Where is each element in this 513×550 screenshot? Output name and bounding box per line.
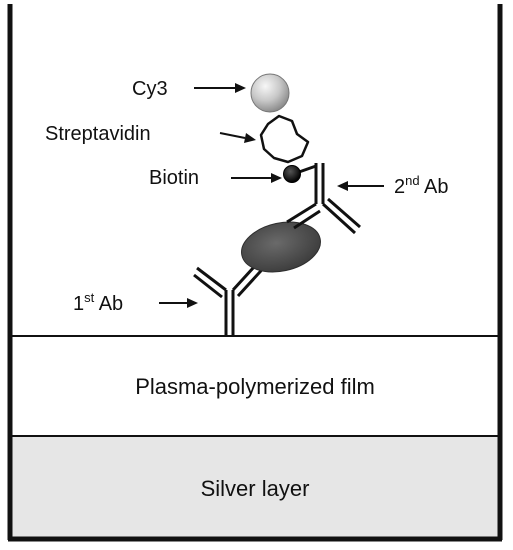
streptavidin-shape xyxy=(259,114,310,164)
cy3-sphere xyxy=(250,73,290,113)
plasma-polymerized-film-layer xyxy=(10,336,500,436)
antigen xyxy=(241,221,321,273)
cy3-label: Cy3 xyxy=(132,78,168,100)
first-ab-label: 1st Ab xyxy=(73,290,123,315)
streptavidin-label: Streptavidin xyxy=(45,123,151,145)
biotin-dot xyxy=(283,165,301,183)
silver-label: Silver layer xyxy=(201,476,310,501)
film-label: Plasma-polymerized film xyxy=(135,374,375,399)
silver-layer xyxy=(10,436,500,538)
first-antibody xyxy=(193,254,271,336)
second-ab-label: 2nd Ab xyxy=(394,173,449,198)
label-arrows xyxy=(159,83,384,308)
second-antibody xyxy=(286,163,361,235)
biotin-label: Biotin xyxy=(149,167,199,189)
